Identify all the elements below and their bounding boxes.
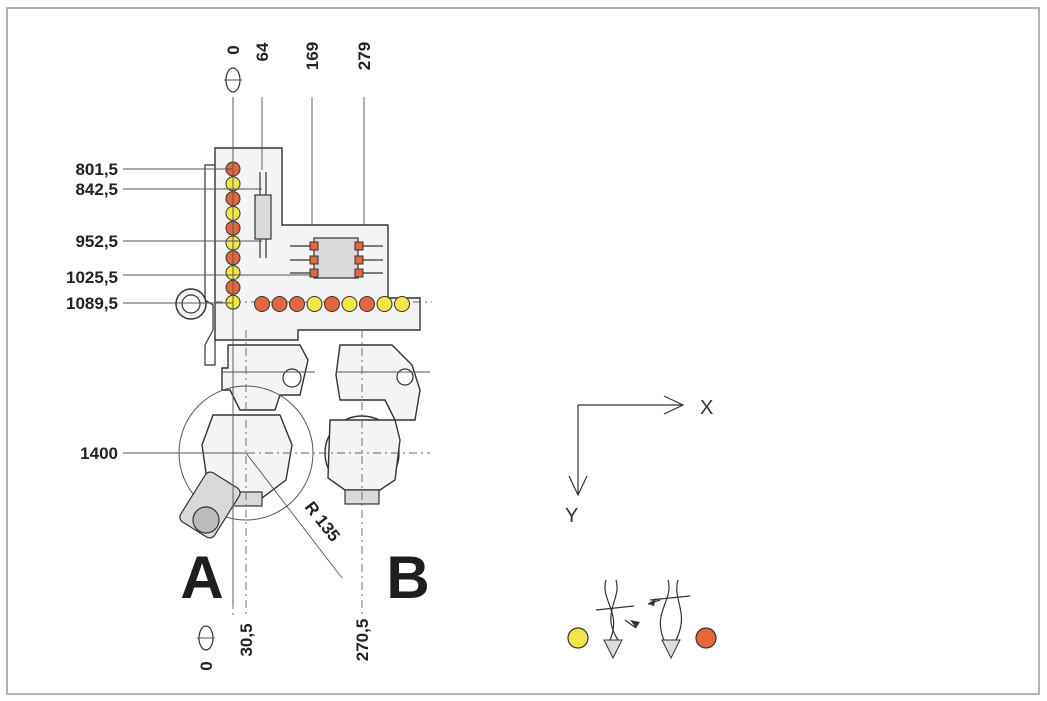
legend-yellow-dot [567, 627, 589, 649]
dim-bottom-0: 0 [197, 661, 216, 670]
dim-1089-5: 1089,5 [66, 294, 118, 313]
drill-bit-right-hand-icon [595, 579, 640, 660]
dim-top-169: 169 [303, 42, 322, 70]
spindle-horizontal-1 [271, 296, 288, 312]
dim-952-5: 952,5 [75, 232, 118, 251]
dim-top-64: 64 [253, 42, 272, 61]
dim-bottom-30-5: 30,5 [237, 623, 256, 656]
axis-y-label: Y [565, 505, 578, 527]
drill-bit-left-hand-icon [647, 579, 691, 660]
dim-801-5: 801,5 [75, 160, 118, 179]
spindle-horizontal-7 [376, 296, 393, 312]
head-a-motor [178, 385, 343, 579]
spindle-horizontal-4 [324, 296, 340, 312]
axis-indicator: X Y [565, 395, 713, 527]
drilling-head-body [175, 147, 432, 366]
zero-marker-bottom [197, 625, 215, 651]
vertical-rod [254, 172, 272, 258]
dimension-leaders [123, 97, 365, 605]
spindle-horizontal-5 [341, 296, 358, 312]
spindle-horizontal-2 [289, 296, 305, 312]
dim-top-279: 279 [355, 42, 374, 70]
bracket-assembly [221, 344, 430, 421]
dim-1400: 1400 [80, 444, 118, 463]
axis-x-label: X [700, 397, 713, 419]
head-b-motor [324, 415, 401, 505]
head-b-label: B [386, 544, 429, 611]
dim-bottom-270-5: 270,5 [353, 619, 372, 662]
head-a-label: A [180, 544, 223, 611]
page-border [6, 7, 1040, 695]
spindle-horizontal-0 [254, 296, 270, 312]
radius-label: R 135 [301, 498, 344, 545]
zero-marker-top [224, 67, 242, 93]
spindle-horizontal-8 [394, 296, 410, 312]
horizontal-spindle-row [254, 296, 410, 312]
spindle-horizontal-3 [306, 296, 323, 312]
spindle-horizontal-6 [359, 296, 375, 312]
dim-top-0: 0 [224, 45, 243, 54]
dim-1025-5: 1025,5 [66, 268, 118, 287]
rotation-legend [567, 579, 717, 660]
dim-842-5: 842,5 [75, 180, 118, 199]
legend-orange-dot [695, 627, 717, 649]
horizontal-rods [290, 237, 383, 279]
